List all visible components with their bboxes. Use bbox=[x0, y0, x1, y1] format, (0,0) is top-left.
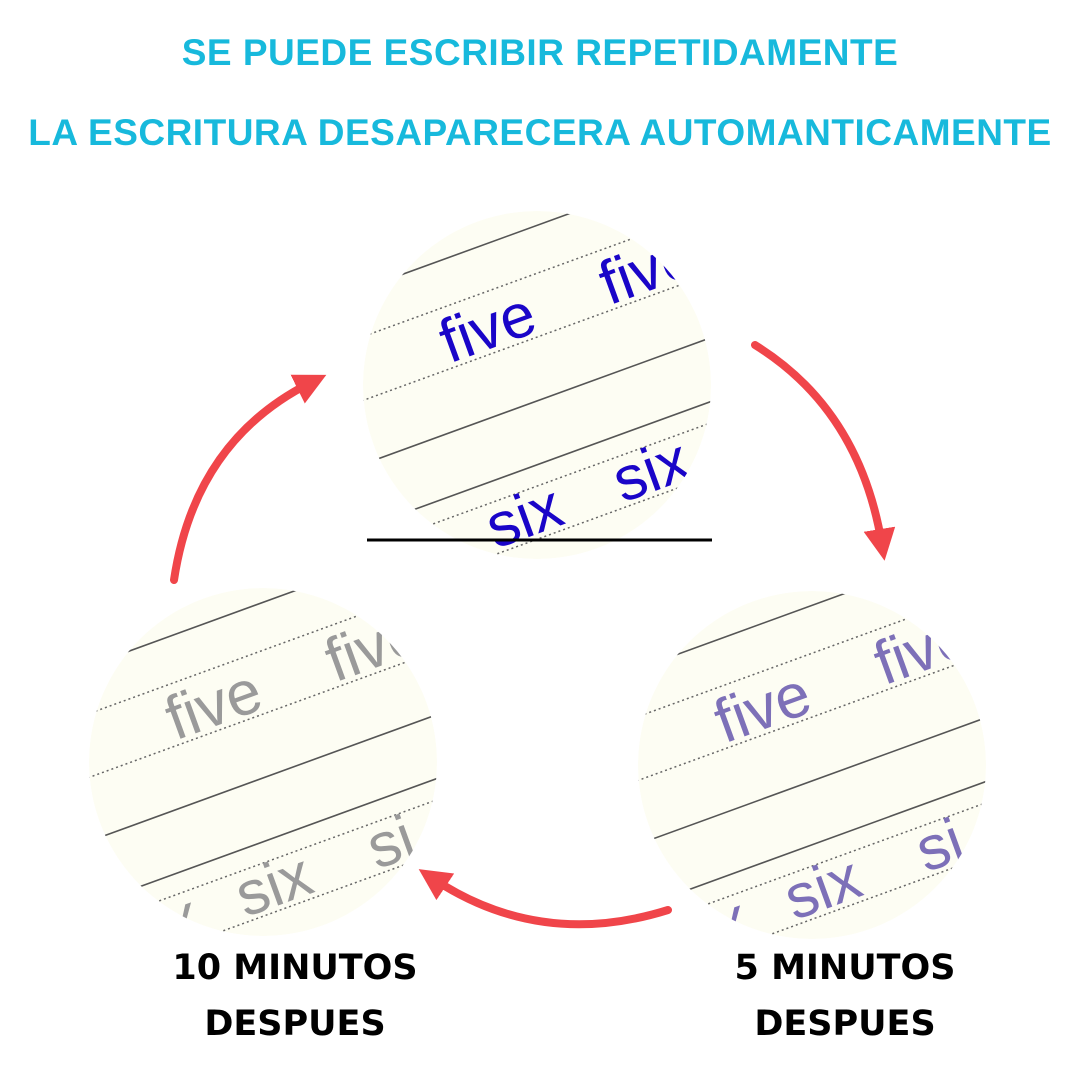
label-5-line2: DESPUES bbox=[754, 1004, 936, 1044]
handwritten-word: s bbox=[721, 398, 774, 473]
label-10-line1: 10 MINUTOS bbox=[172, 948, 418, 988]
ruled-line bbox=[363, 211, 711, 334]
ruled-line bbox=[89, 588, 437, 711]
ruled-line bbox=[89, 686, 437, 866]
ruled-line bbox=[363, 309, 711, 489]
label-5-minutes: 5 MINUTOS DESPUES bbox=[665, 940, 1025, 1052]
label-10-minutes: 10 MINUTOS DESPUES bbox=[115, 940, 475, 1052]
ruled-line bbox=[638, 689, 986, 869]
label-5-line1: 5 MINUTOS bbox=[734, 948, 956, 988]
handwritten-word: e bbox=[34, 722, 90, 799]
dotted-guide-line bbox=[363, 211, 711, 376]
headline: SE PUEDE ESCRIBIR REPETIDAMENTE bbox=[181, 32, 899, 73]
handwritten-word: e bbox=[583, 725, 639, 802]
dotted-guide-line bbox=[89, 588, 437, 753]
label-10-line2: DESPUES bbox=[204, 1004, 386, 1044]
handwritten-word: e bbox=[308, 345, 364, 422]
subheadline: LA ESCRITURA DESAPARECERA AUTOMANTICAMEN… bbox=[28, 112, 1052, 153]
dotted-guide-line bbox=[89, 808, 437, 936]
ruled-line bbox=[638, 591, 986, 714]
arrow-right-icon bbox=[751, 341, 896, 561]
dotted-guide-line bbox=[638, 591, 986, 756]
dotted-guide-line bbox=[89, 630, 437, 810]
arrow-left-icon bbox=[170, 374, 327, 584]
arrow-bottom-icon bbox=[418, 869, 672, 929]
